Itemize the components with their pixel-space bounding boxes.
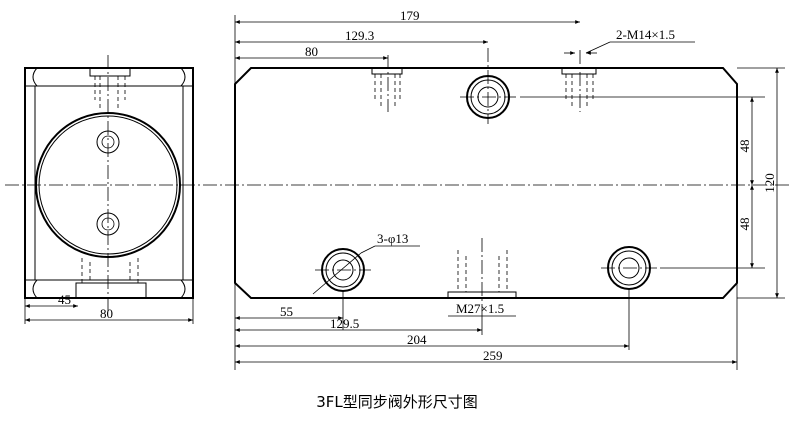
front-view-right-dimensions: 48 48 120 [520, 67, 785, 299]
side-view [24, 55, 194, 312]
thread-callout-top: 2-M14×1.5 [616, 27, 675, 42]
dim-side-80: 80 [100, 306, 113, 321]
front-view-top-dimensions: 179 129.3 80 2-M14×1.5 [234, 8, 695, 84]
dim-80: 80 [305, 44, 318, 59]
dim-204: 204 [407, 332, 427, 347]
dim-48-lower: 48 [737, 218, 752, 231]
dim-179: 179 [400, 8, 420, 23]
front-view-outline [234, 67, 738, 299]
dim-120: 120 [762, 173, 777, 193]
front-view-bottom-dimensions: 55 129.5 204 259 [234, 283, 738, 370]
side-view-dimensions: 45 80 [24, 292, 194, 324]
dim-129-5: 129.5 [330, 316, 359, 331]
dim-55: 55 [280, 304, 293, 319]
dim-side-45: 45 [58, 292, 71, 307]
side-view-outline [24, 67, 194, 299]
hole-callout-label: 3-φ13 [377, 231, 408, 246]
front-view [234, 48, 738, 312]
dim-259: 259 [483, 348, 503, 363]
thread-callout-bottom: M27×1.5 [456, 301, 504, 316]
dim-48-upper: 48 [737, 140, 752, 153]
dim-129-3: 129.3 [345, 28, 374, 43]
hole-callout: 3-φ13 [312, 231, 420, 295]
figure-caption: 3FL型同步阀外形尺寸图 [316, 393, 478, 411]
